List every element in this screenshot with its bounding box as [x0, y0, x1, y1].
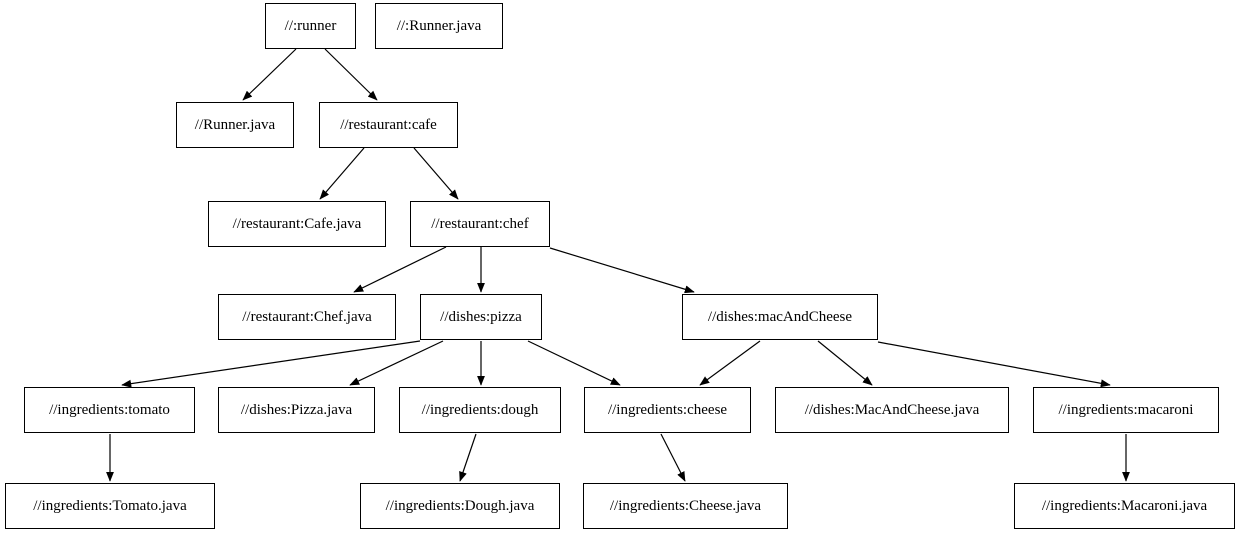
- graph-node-runner_java[interactable]: //Runner.java: [176, 102, 294, 148]
- graph-edge-restaurant_cafe-to-restaurant_chef: [413, 147, 459, 200]
- graph-node-label-dough_java: //ingredients:Dough.java: [385, 497, 535, 514]
- graph-node-dishes_mac[interactable]: //dishes:macAndCheese: [682, 294, 878, 340]
- graph-node-label-ing_tomato: //ingredients:tomato: [49, 401, 170, 418]
- graph-node-label-runner_java: //Runner.java: [194, 116, 276, 133]
- graph-node-label-macaroni_java: //ingredients:Macaroni.java: [1041, 497, 1208, 514]
- graph-edge-ing_dough-to-dough_java: [459, 433, 477, 482]
- graph-node-ing_cheese[interactable]: //ingredients:cheese: [584, 387, 751, 433]
- graph-node-label-pizza_java: //dishes:Pizza.java: [240, 401, 353, 418]
- graph-node-restaurant_chef[interactable]: //restaurant:chef: [410, 201, 550, 247]
- graph-edge-ing_cheese-to-cheese_java: [660, 433, 686, 482]
- graph-edge-runner-to-runner_java: [242, 48, 297, 101]
- graph-node-label-cheese_java: //ingredients:Cheese.java: [609, 497, 762, 514]
- graph-node-label-runner: //:runner: [284, 17, 337, 34]
- graph-node-cafe_java[interactable]: //restaurant:Cafe.java: [208, 201, 386, 247]
- graph-node-tomato_java[interactable]: //ingredients:Tomato.java: [5, 483, 215, 529]
- graph-node-dough_java[interactable]: //ingredients:Dough.java: [360, 483, 560, 529]
- graph-node-label-ing_dough: //ingredients:dough: [421, 401, 539, 418]
- graph-node-label-dishes_pizza: //dishes:pizza: [440, 308, 522, 325]
- graph-node-root_runner_java[interactable]: //:Runner.java: [375, 3, 503, 49]
- graph-node-label-cafe_java: //restaurant:Cafe.java: [232, 215, 362, 232]
- graph-node-cheese_java[interactable]: //ingredients:Cheese.java: [583, 483, 788, 529]
- graph-edge-runner-to-restaurant_cafe: [324, 48, 378, 101]
- graph-node-ing_macaroni[interactable]: //ingredients:macaroni: [1033, 387, 1219, 433]
- graph-node-ing_tomato[interactable]: //ingredients:tomato: [24, 387, 195, 433]
- graph-node-label-ing_macaroni: //ingredients:macaroni: [1058, 401, 1194, 418]
- graph-edge-dishes_pizza-to-pizza_java: [349, 340, 444, 386]
- graph-edge-restaurant_chef-to-dishes_mac: [549, 247, 695, 294]
- graph-node-label-root_runner_java: //:Runner.java: [396, 17, 482, 34]
- graph-node-restaurant_cafe[interactable]: //restaurant:cafe: [319, 102, 458, 148]
- graph-edge-restaurant_chef-to-chef_java: [353, 246, 447, 293]
- graph-edge-dishes_pizza-to-ing_tomato: [121, 340, 421, 388]
- graph-node-ing_dough[interactable]: //ingredients:dough: [399, 387, 561, 433]
- graph-node-label-mac_java: //dishes:MacAndCheese.java: [804, 401, 980, 418]
- graph-edge-restaurant_cafe-to-cafe_java: [319, 147, 365, 200]
- graph-node-mac_java[interactable]: //dishes:MacAndCheese.java: [775, 387, 1009, 433]
- graph-edge-dishes_pizza-to-ing_cheese: [527, 340, 621, 386]
- graph-node-macaroni_java[interactable]: //ingredients:Macaroni.java: [1014, 483, 1235, 529]
- graph-node-label-restaurant_chef: //restaurant:chef: [431, 215, 529, 232]
- graph-edge-dishes_mac-to-ing_cheese: [699, 340, 761, 386]
- graph-node-label-chef_java: //restaurant:Chef.java: [242, 308, 372, 325]
- graph-edge-dishes_mac-to-mac_java: [817, 340, 873, 386]
- graph-node-dishes_pizza[interactable]: //dishes:pizza: [420, 294, 542, 340]
- graph-node-label-dishes_mac: //dishes:macAndCheese: [707, 308, 853, 325]
- graph-node-label-tomato_java: //ingredients:Tomato.java: [33, 497, 187, 514]
- graph-node-label-restaurant_cafe: //restaurant:cafe: [340, 116, 437, 133]
- graph-node-label-ing_cheese: //ingredients:cheese: [607, 401, 728, 418]
- graph-node-runner[interactable]: //:runner: [265, 3, 356, 49]
- graph-node-chef_java[interactable]: //restaurant:Chef.java: [218, 294, 396, 340]
- graph-node-pizza_java[interactable]: //dishes:Pizza.java: [218, 387, 375, 433]
- graph-edge-dishes_mac-to-ing_macaroni: [877, 341, 1111, 388]
